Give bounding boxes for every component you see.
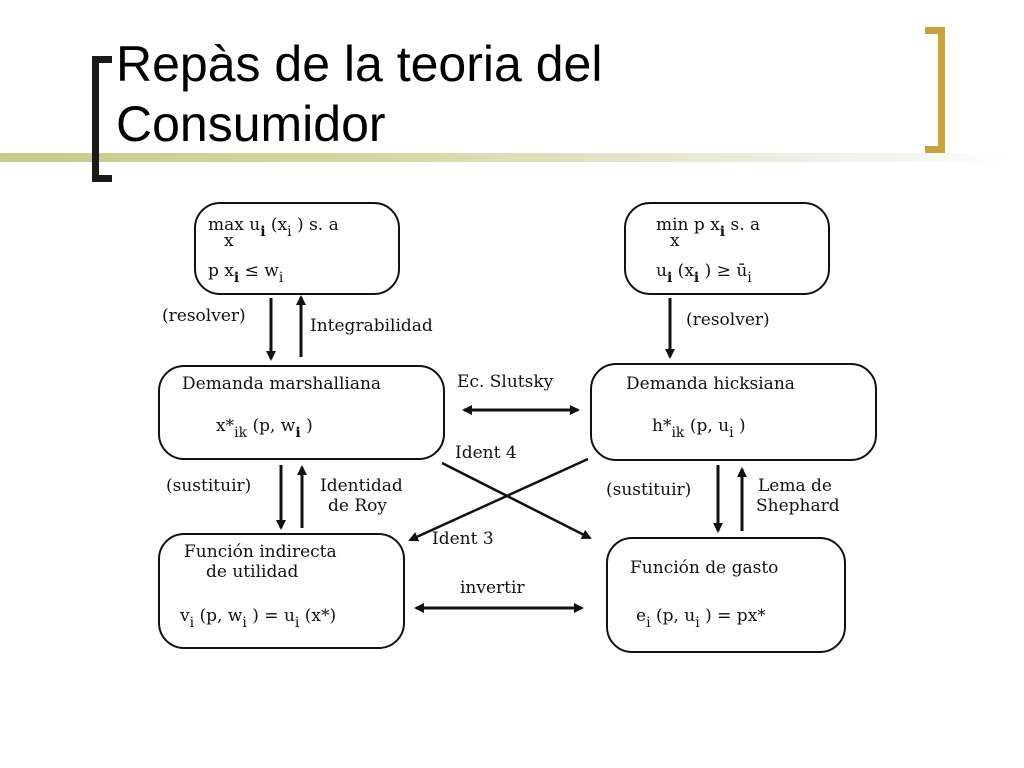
slide-title: Repàs de la teoria del Consumidor	[116, 34, 602, 154]
label-integrabilidad: Integrabilidad	[310, 316, 433, 336]
utility-max-subscript-x: x	[224, 231, 234, 251]
hicksian-demand-title: Demanda hicksiana	[626, 374, 795, 394]
hicksian-demand-box: Demanda hicksiana h*ik (p, ui )	[590, 363, 877, 461]
slide-title-line-2: Consumidor	[116, 96, 386, 152]
title-underline	[0, 153, 1024, 162]
consumer-theory-diagram: max ui (xi ) s. a x p xi ≤ wi min p xi s…	[150, 195, 877, 665]
label-invertir: invertir	[460, 578, 525, 598]
indirect-utility-box: Función indirecta de utilidad vi (p, wi …	[158, 533, 405, 649]
expenditure-min-objective: min p xi s. a	[656, 215, 761, 240]
marshallian-demand-formula: x*ik (p, wi )	[216, 416, 313, 441]
label-resolver-right: (resolver)	[686, 310, 770, 330]
label-ec-slutsky: Ec. Slutsky	[457, 372, 554, 392]
expenditure-min-box: min p xi s. a x ui (xi ) ≥ ūi	[624, 202, 830, 295]
label-sustituir-left: (sustituir)	[166, 476, 252, 496]
budget-constraint: p xi ≤ wi	[208, 261, 284, 286]
diagram-arrows	[266, 295, 747, 613]
expenditure-min-subscript-x: x	[670, 231, 680, 251]
hicksian-demand-formula: h*ik (p, ui )	[652, 416, 746, 441]
left-bracket-decoration	[92, 56, 112, 182]
label-lema-1: Lema de	[758, 476, 832, 496]
slide-title-line-1: Repàs de la teoria del	[116, 36, 603, 92]
label-ident-3: Ident 3	[432, 529, 494, 549]
label-lema-2: Shephard	[756, 496, 840, 516]
arrow-ident4	[441, 461, 592, 540]
indirect-utility-formula: vi (p, wi ) = ui (x*)	[180, 606, 337, 631]
utility-constraint: ui (xi ) ≥ ūi	[656, 261, 752, 286]
right-bracket-decoration	[925, 27, 945, 153]
label-resolver-left: (resolver)	[162, 306, 246, 326]
utility-max-objective: max ui (xi ) s. a	[208, 215, 339, 240]
marshallian-demand-box: Demanda marshalliana x*ik (p, wi )	[158, 365, 445, 460]
utility-max-box: max ui (xi ) s. a x p xi ≤ wi	[194, 202, 400, 295]
marshallian-demand-title: Demanda marshalliana	[182, 374, 382, 394]
indirect-utility-title-2: de utilidad	[206, 562, 299, 582]
expenditure-function-box: Función de gasto ei (p, ui ) = px*	[606, 537, 846, 653]
expenditure-function-formula: ei (p, ui ) = px*	[636, 606, 766, 631]
label-identidad-roy-2: de Roy	[328, 496, 387, 516]
label-identidad-roy-1: Identidad	[320, 476, 403, 496]
label-ident-4: Ident 4	[455, 443, 517, 463]
expenditure-function-title: Función de gasto	[630, 558, 779, 578]
arrow-ident3	[408, 457, 589, 542]
indirect-utility-title-1: Función indirecta	[184, 542, 337, 562]
label-sustituir-right: (sustituir)	[606, 480, 692, 500]
